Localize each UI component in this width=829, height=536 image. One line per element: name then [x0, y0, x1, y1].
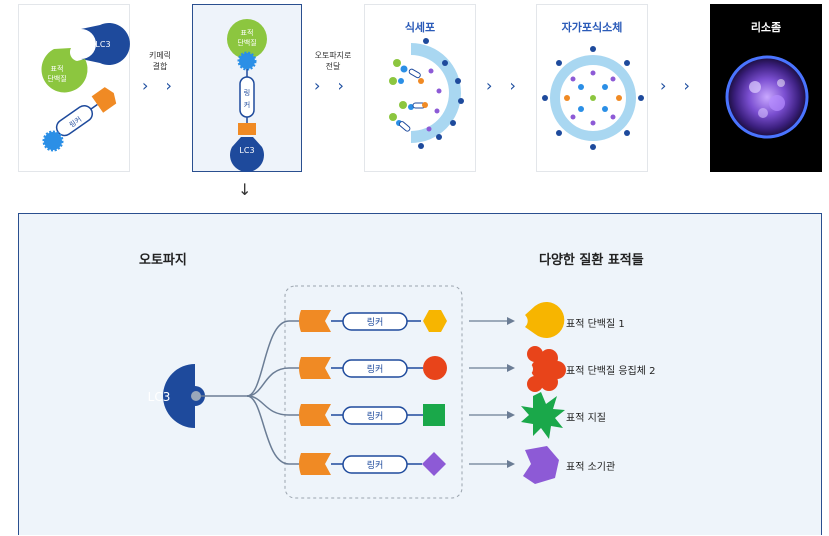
autophagy-title: 오토파지	[139, 253, 187, 268]
linker-row-label: 링커	[367, 410, 384, 422]
step3-complexes	[389, 59, 428, 132]
linker-row-3: 링커	[299, 404, 445, 426]
target-protein-shape	[41, 48, 88, 93]
step-label-chimeric: 키메릭 결합	[140, 50, 180, 72]
step1-illustration: LC3 표적 단백질 링커	[41, 22, 130, 152]
step-label-autophagy: 오토파지로 전달	[308, 50, 358, 72]
linker-row-label: 링커	[367, 363, 384, 375]
step2-illustration: 표적 단백질 링 커 LC3	[227, 19, 267, 172]
chevron-right-icon: › ›	[486, 76, 522, 95]
lysosome-body	[725, 55, 809, 139]
target-protein-1-shape	[525, 302, 565, 338]
linker-row-1: 링커	[299, 310, 447, 332]
blue-ligand	[42, 130, 64, 152]
target-label-3: 표적 지질	[566, 413, 606, 424]
chevron-right-icon: › ›	[660, 76, 696, 95]
targets-title: 다양한 질환 표적들	[539, 253, 644, 268]
step-label-chimeric-line1: 키메릭	[148, 51, 172, 60]
step1-panel: LC3 표적 단백질 링커	[18, 4, 130, 172]
step3-title: 식세포	[404, 21, 436, 34]
step4-illustration	[542, 46, 644, 150]
lc3-shape-2	[230, 137, 264, 172]
hexagon-ligand	[423, 310, 447, 332]
linker-label-2b: 커	[244, 100, 250, 109]
step5-title: 리소좀	[750, 21, 782, 34]
step4-complexes	[564, 84, 622, 112]
step4-panel: 자가포식소체	[536, 4, 648, 172]
lc3-pocket	[191, 391, 201, 401]
step2-panel: 표적 단백질 링 커 LC3	[192, 4, 302, 172]
lc3-shape	[81, 22, 130, 66]
protein-label-2-2: 단백질	[237, 38, 256, 47]
blue-ligand-2	[237, 51, 257, 71]
orange-end-2	[238, 123, 256, 135]
arrow-down-icon: ↓	[238, 180, 252, 199]
step3-illustration	[389, 38, 464, 149]
protein-label-1: 표적	[51, 64, 64, 73]
step5-panel: 리소좀	[710, 4, 822, 172]
lysosome-illustration	[725, 55, 809, 139]
diamond-ligand	[422, 452, 446, 476]
target-label-2: 표적 단백질 응집체 2	[566, 366, 656, 377]
detail-panel: 오토파지 다양한 질환 표적들 LC3 링커 링커	[18, 213, 822, 535]
chevron-right-icon: › ›	[142, 76, 178, 95]
chevron-right-icon: › ›	[314, 76, 350, 95]
step4-title: 자가포식소체	[561, 21, 623, 34]
step-label-autophagy-line2: 전달	[325, 62, 341, 71]
linker-row-4: 링커	[299, 452, 446, 476]
target-aggregate-2-shape	[527, 346, 566, 392]
linker-label-2a: 링	[244, 89, 250, 97]
target-lipid-shape	[521, 392, 565, 439]
autophagosome-membrane	[550, 55, 636, 141]
linker-row-label: 링커	[367, 316, 384, 328]
lc3-large-shape	[163, 364, 205, 428]
lc3-label: LC3	[95, 40, 110, 49]
lc3-large-label: LC3	[148, 390, 171, 404]
linker-capsule-2	[239, 76, 255, 118]
step-label-autophagy-line1: 오토파지로	[314, 51, 352, 60]
square-ligand	[423, 404, 445, 426]
linker-row-label: 링커	[367, 459, 384, 471]
linker-orange-end	[91, 87, 117, 113]
target-protein-shape-2	[227, 19, 267, 59]
circle-ligand	[423, 356, 447, 380]
linker-group-box	[284, 285, 463, 499]
step3-panel: 식세포	[364, 4, 476, 172]
step-label-chimeric-line2: 결합	[152, 62, 168, 71]
detail-diagram: LC3 링커 링커	[148, 285, 566, 499]
target-label-4: 표적 소기관	[566, 462, 616, 473]
linker-row-2: 링커	[299, 356, 447, 380]
target-organelle-shape	[523, 446, 559, 484]
target-label-1: 표적 단백질 1	[566, 319, 625, 330]
lc3-label-2: LC3	[239, 146, 254, 155]
phagophore-membrane	[411, 43, 461, 143]
protein-label-2-1: 표적	[241, 28, 254, 37]
protein-label-2: 단백질	[47, 74, 66, 83]
